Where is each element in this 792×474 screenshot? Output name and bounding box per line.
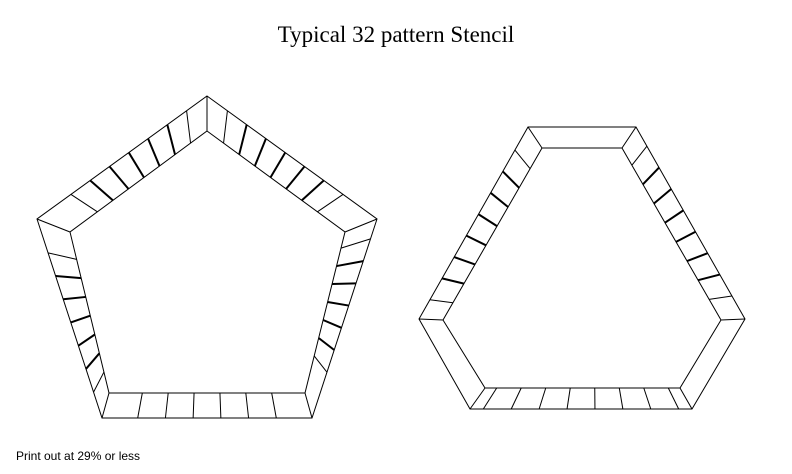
cell-divider <box>55 275 82 280</box>
cell-divider <box>643 387 652 410</box>
cell-divider <box>285 165 306 190</box>
corner-connector <box>418 318 444 321</box>
strip-end <box>514 149 531 169</box>
corner-connector <box>304 392 313 419</box>
cell-divider <box>327 301 349 307</box>
cell-divider <box>238 124 248 155</box>
strip-end <box>70 193 98 213</box>
cell-divider <box>697 273 721 282</box>
strip-end <box>429 299 453 304</box>
cell-divider <box>269 152 287 178</box>
corner-connector <box>621 126 637 149</box>
cell-divider <box>318 337 335 351</box>
strip-end <box>137 392 143 419</box>
corner-connector <box>469 387 486 410</box>
cell-divider <box>147 138 161 167</box>
cell-divider <box>166 124 177 155</box>
strip-end <box>482 387 498 410</box>
cell-divider <box>85 352 101 370</box>
print-instruction: Print out at 29% or less <box>16 449 141 463</box>
inner-outline <box>69 130 346 394</box>
strip-end <box>313 355 328 373</box>
cell-divider <box>675 230 696 243</box>
hexagon-stencil <box>418 126 746 410</box>
corner-connector <box>36 218 71 233</box>
cell-divider <box>127 152 145 178</box>
corner-connector <box>344 218 378 233</box>
cell-divider <box>664 209 684 224</box>
strip-end <box>47 252 77 260</box>
corner-connector <box>101 392 110 419</box>
cell-divider <box>63 295 86 301</box>
cell-divider <box>618 387 624 410</box>
corner-connector <box>679 387 693 410</box>
cell-divider <box>332 282 357 286</box>
cell-divider <box>453 256 476 266</box>
cell-divider <box>477 213 498 227</box>
cell-divider <box>253 138 267 167</box>
outer-outline <box>418 126 746 410</box>
cell-divider <box>164 392 169 419</box>
outer-outline <box>36 95 378 419</box>
cell-divider <box>465 234 487 247</box>
strip-end <box>223 110 228 144</box>
corner-connector <box>720 318 746 321</box>
pentagon-stencil <box>36 95 378 419</box>
corner-connector <box>527 126 543 149</box>
cell-divider <box>89 179 114 202</box>
cell-divider <box>219 392 222 419</box>
page-title: Typical 32 pattern Stencil <box>277 22 515 47</box>
cell-divider <box>108 165 130 190</box>
cell-divider <box>653 188 672 205</box>
cell-divider <box>70 314 91 324</box>
strip-end <box>340 238 371 249</box>
strip-end <box>186 110 192 144</box>
cell-divider <box>322 319 342 329</box>
cell-divider <box>538 387 547 410</box>
strip-end <box>317 193 344 213</box>
cell-divider <box>192 392 195 419</box>
cell-divider <box>566 387 571 410</box>
strip-end <box>667 387 680 410</box>
cell-divider <box>510 387 522 410</box>
cell-divider <box>502 170 520 189</box>
strip-end <box>271 392 277 419</box>
cell-divider <box>245 392 250 419</box>
strip-end <box>631 145 648 166</box>
cell-divider <box>489 192 509 208</box>
cell-divider <box>301 179 325 202</box>
cell-divider <box>686 252 708 262</box>
cell-divider <box>441 277 465 285</box>
cell-divider <box>336 260 364 268</box>
strip-end <box>709 295 732 300</box>
inner-outline <box>442 147 722 389</box>
strip-end <box>93 371 105 393</box>
cell-divider <box>77 333 96 347</box>
cell-divider <box>642 166 660 186</box>
